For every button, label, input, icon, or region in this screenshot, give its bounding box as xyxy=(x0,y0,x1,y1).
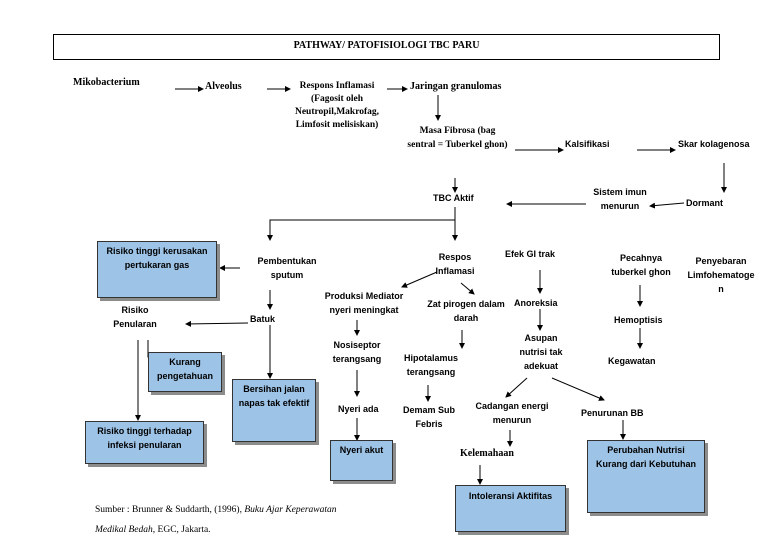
node-efek-gi-trak: Efek GI trak xyxy=(505,249,556,259)
source-citation: Sumber : Brunner & Suddarth, (1996), Buk… xyxy=(95,505,337,535)
arrow-respos-pirogen xyxy=(460,282,475,295)
arrow-dormant-imun xyxy=(649,202,685,209)
node-hemoptisis: Hemoptisis xyxy=(614,315,663,325)
diagnosis-perubahan-nutrisi: Perubahan Nutrisi Kurang dari Kebutuhan xyxy=(587,440,705,513)
diagnosis-nyeri-akut: Nyeri akut xyxy=(330,440,393,481)
node-skar-kolagenosa: Skar kolagenosa xyxy=(678,139,750,149)
diagnosis-risiko-gas: Risiko tinggi kerusakan pertukaran gas xyxy=(97,241,217,298)
diagnosis-kurang-pengetahuan: Kurang pengetahuan xyxy=(148,352,222,392)
arrow-asupan-cadangan xyxy=(505,377,528,398)
node-produksi-mediator: Produksi Mediator nyeri meningkat xyxy=(324,291,404,315)
node-penurunan-bb: Penurunan BB xyxy=(581,408,644,418)
node-cadangan-energi: Cadangan energi menurun xyxy=(475,401,549,425)
node-anoreksia: Anoreksia xyxy=(514,298,558,308)
node-kegawatan: Kegawatan xyxy=(608,356,656,366)
node-penyebaran: Penyebaran Limfohematoge n xyxy=(687,256,755,294)
node-risiko-penularan: Risiko Penularan xyxy=(113,305,157,329)
node-mikobacterium: Mikobacterium xyxy=(73,77,140,88)
arrow-batuk-risikopenularan xyxy=(185,320,249,327)
node-asupan-nutrisi: Asupan nutrisi tak adekuat xyxy=(519,333,563,371)
node-respons-inflamasi: Respons Inflamasi (Fagosit oleh Neutropi… xyxy=(294,81,380,130)
node-batuk: Batuk xyxy=(250,314,276,324)
node-sistem-imun: Sistem imun menurun xyxy=(593,187,647,211)
node-tbc-aktif: TBC Aktif xyxy=(433,193,474,203)
arrow-asupan-penurunan xyxy=(551,377,605,401)
node-jaringan-granulomas: Jaringan granulomas xyxy=(410,81,502,92)
node-kelemahaan: Kelemahaan xyxy=(460,448,514,459)
node-zat-pirogen: Zat pirogen dalam darah xyxy=(427,299,505,323)
title-box: PATHWAY/ PATOFISIOLOGI TBC PARU xyxy=(53,34,720,60)
node-nosiseptor: Nosiseptor terangsang xyxy=(332,340,382,364)
node-masa-fibrosa: Masa Fibrosa (bag sentral = Tuberkel gho… xyxy=(407,126,508,150)
arrow-tbc-pembentukan xyxy=(267,207,456,241)
diagnosis-risiko-infeksi: Risiko tinggi terhadap infeksi penularan xyxy=(85,421,204,464)
node-alveolus: Alveolus xyxy=(205,81,242,92)
node-dormant: Dormant xyxy=(686,198,724,208)
diagnosis-bersihan-jalan-napas: Bersihan jalan napas tak efektif xyxy=(232,379,316,442)
node-kalsifikasi: Kalsifikasi xyxy=(565,139,610,149)
node-pecahnya-tuberkel: Pecahnya tuberkel ghon xyxy=(611,253,671,277)
node-hipotalamus: Hipotalamus terangsang xyxy=(403,353,458,377)
node-demam-sub-febris: Demam Sub Febris xyxy=(402,405,455,429)
diagram-title: PATHWAY/ PATOFISIOLOGI TBC PARU xyxy=(293,40,480,51)
node-nyeri-ada: Nyeri ada xyxy=(338,404,379,414)
arrow-respos-produksi xyxy=(401,271,438,288)
node-pembentukan-sputum: Pembentukan sputum xyxy=(257,256,317,280)
diagnosis-intoleransi-aktifitas: Intoleransi Aktifitas xyxy=(455,485,566,532)
node-respos-inflamasi: Respos Inflamasi xyxy=(435,252,475,276)
